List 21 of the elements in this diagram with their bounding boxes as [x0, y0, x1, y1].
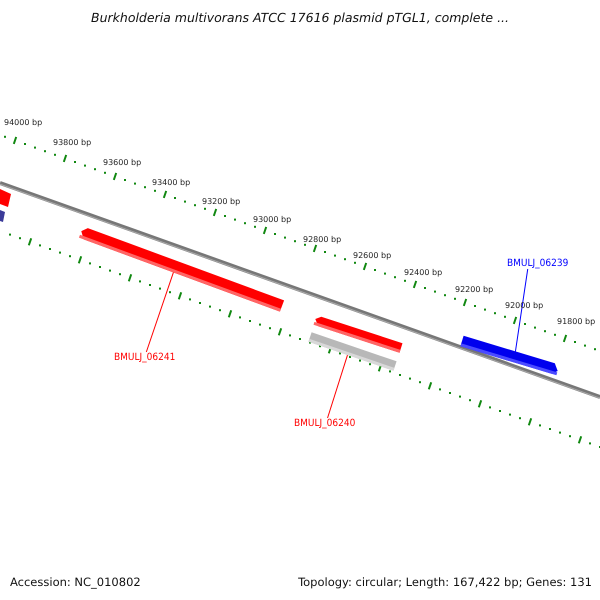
gene-label: BMULJ_06241 [114, 352, 176, 363]
scale-label: 91800 bp [557, 317, 596, 326]
scale-label: 92200 bp [455, 285, 494, 294]
scale-label: 94000 bp [4, 118, 42, 127]
scale-label: 92800 bp [303, 235, 342, 244]
summary-text: Topology: circular; Length: 167,422 bp; Genes: 131 [298, 575, 592, 589]
scale-label: 92400 bp [404, 268, 442, 277]
scale-label: 92600 bp [353, 251, 392, 260]
feature-bar [308, 332, 397, 371]
scale-label: 93800 bp [53, 138, 92, 147]
gene-arrow [460, 335, 558, 374]
scale-label: 93200 bp [202, 197, 240, 206]
gene-arrow [81, 228, 285, 312]
leader-line [327, 354, 348, 418]
scale-label: 93400 bp [152, 178, 190, 187]
scale-label: 93600 bp [103, 158, 142, 167]
diagram-title: Burkholderia multivorans ATCC 17616 plasmid pTGL1, complete ... [90, 10, 510, 25]
gene-label: BMULJ_06239 [507, 258, 568, 269]
gene-label: BMULJ_06240 [294, 418, 356, 429]
leader-line [146, 272, 174, 352]
accession-text: Accession: NC_010802 [10, 575, 141, 589]
